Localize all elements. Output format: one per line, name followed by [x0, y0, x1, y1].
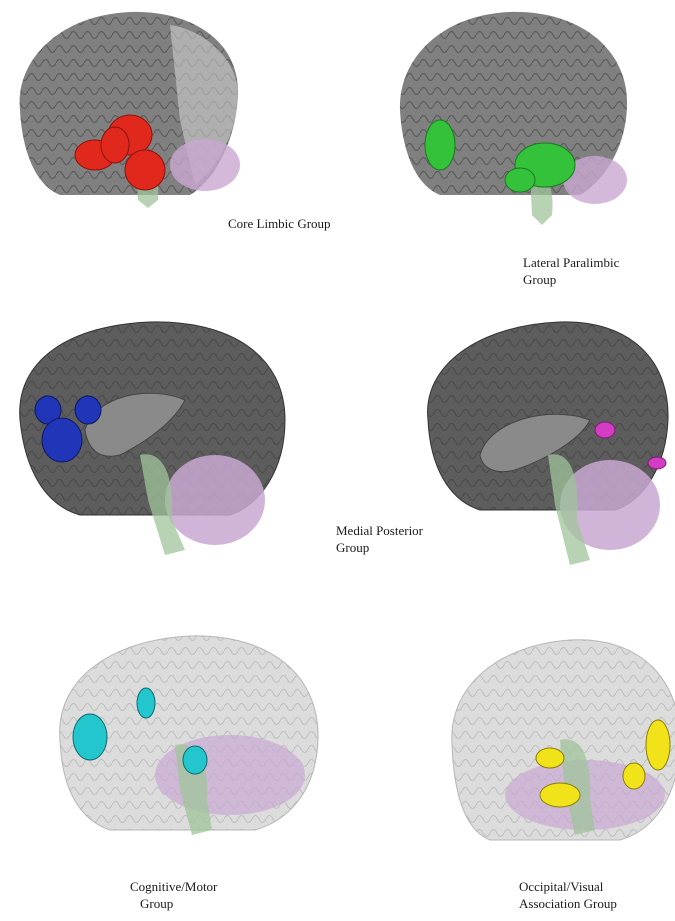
- caption-core-limbic-text: Core Limbic Group: [228, 216, 331, 231]
- brain-core-limbic: [20, 12, 240, 208]
- caption-medial-posterior: Medial Posterior Group: [336, 522, 423, 556]
- brain-cognitive-motor: [60, 636, 318, 835]
- brain-medial-left: [20, 322, 285, 555]
- brain-medial-right: [428, 322, 668, 565]
- caption-lateral-paralimbic: Lateral Paralimbic Group: [523, 254, 619, 288]
- caption-occipital-visual: Occipital/Visual Association Group: [519, 878, 617, 912]
- cerebellum: [170, 139, 240, 191]
- caption-cognitive-motor-line1: Cognitive/Motor: [130, 878, 217, 895]
- caption-core-limbic: Core Limbic Group: [228, 215, 331, 232]
- brain-occipital-visual: [452, 640, 675, 840]
- caption-cognitive-motor-line2: Group: [130, 895, 217, 912]
- caption-lateral-paralimbic-line1: Lateral Paralimbic: [523, 254, 619, 271]
- caption-lateral-paralimbic-line2: Group: [523, 271, 619, 288]
- caption-medial-posterior-line1: Medial Posterior: [336, 522, 423, 539]
- caption-occipital-visual-line1: Occipital/Visual: [519, 878, 617, 895]
- brain-lateral-paralimbic: [400, 12, 627, 225]
- caption-occipital-visual-line2: Association Group: [519, 895, 617, 912]
- caption-medial-posterior-line2: Group: [336, 539, 423, 556]
- caption-cognitive-motor: Cognitive/Motor Group: [130, 878, 217, 912]
